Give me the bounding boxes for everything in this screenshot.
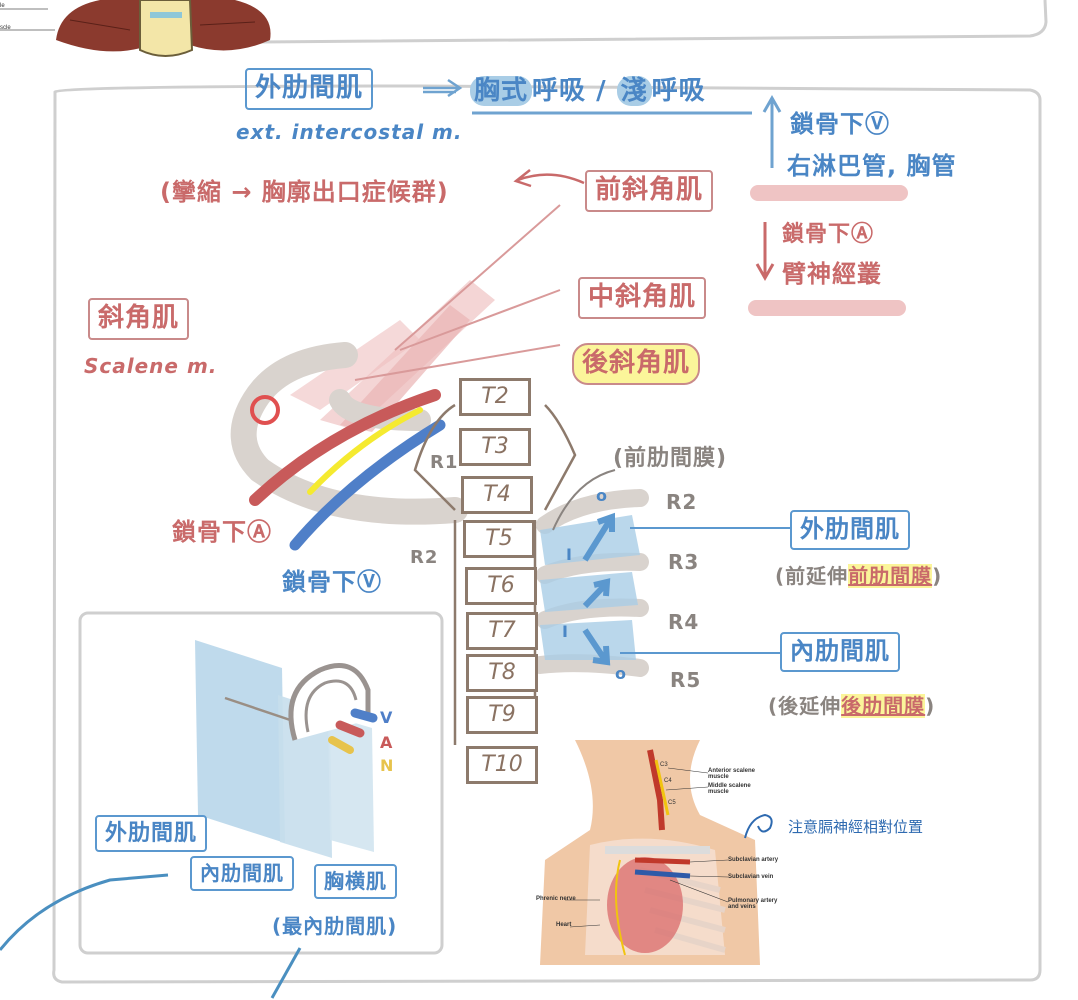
ext-intercostal-label-box: 外肋間肌 [790,510,910,550]
middle-scalene-box: 中斜角肌 [578,277,707,319]
breathing-word-2: 呼吸 [651,76,706,106]
rib-label-r1: R1 [430,452,459,473]
vertebra-t2: T2 [459,378,531,416]
photo-label-anterior-scalene: Anterior scalene muscle [708,768,756,780]
top-anatomy-illustration [0,0,271,57]
pink-bar-top [750,185,908,201]
artery-down-arrow [755,222,775,282]
photo-label-pulmonary: Pulmonary artery and veins [728,898,778,910]
note-swirl [744,813,773,839]
origin-mark-top: o [596,486,608,505]
anterior-scalene-box: 前斜角肌 [585,170,714,212]
vertebra-t8: T8 [466,654,538,692]
inset-transversus-thoracis: 胸横肌 [314,864,397,899]
membrane-pointer [552,469,616,531]
ext-extension-suffix: ) [932,564,943,588]
ext-intercostal-box: 外肋間肌 [245,68,374,110]
rib-label-r5: R5 [670,668,702,692]
thoracic-outlet-note: (攣縮 → 胸廓出口症候群) [160,178,449,206]
scalene-group-en: Scalene m. [84,354,218,378]
inset-leader-bottom [270,947,302,999]
ext-fiber-arrow [582,512,615,562]
breathing-shallow: 淺 [616,76,652,106]
int-extension-suffix: ) [925,694,936,718]
rib-label-r4: R4 [668,610,700,634]
note-arrow [513,169,585,188]
anterior-membrane-label: (前肋間膜) [613,446,728,471]
inset-int-intercostal: 內肋間肌 [190,856,294,891]
rib-label-r2-left: R2 [410,547,439,568]
photo-label-c5: C5 [668,800,676,806]
vertebra-t4: T4 [461,476,533,514]
first-rib [230,342,468,525]
van-v: V [380,708,394,727]
upper-thorax-outline [413,403,577,511]
ext-fiber-arrow-2 [582,578,611,609]
inset-leader-left [0,873,169,951]
phrenic-note: 注意膈神經相對位置 [788,818,924,836]
vein-title: 鎖骨下Ⓥ [790,110,890,138]
van-a: A [380,733,394,752]
implies-arrow [423,78,463,98]
photo-label-middle-scalene: Middle scalene muscle [708,783,751,795]
rib-marker-circle [250,395,280,425]
vertebra-t9: T9 [466,696,538,734]
artery-title: 鎖骨下Ⓐ [782,222,875,247]
photo-label-c4: C4 [664,778,672,784]
ext-intercostal-en: ext. intercostal m. [236,120,463,144]
insertion-mark-top: I [566,545,573,564]
van-n: N [380,756,395,775]
insertion-mark-bottom: I [562,622,569,641]
subclavian-vein-label: 鎖骨下Ⓥ [282,568,382,596]
top-figure-label-1: le [0,3,5,9]
posterior-scalene-box: 後斜角肌 [572,343,701,385]
breathing-type: 胸式呼吸 / 淺呼吸 [470,70,706,107]
vertebra-t10: T10 [466,746,538,784]
prev-frame-edge [259,0,1048,44]
scalene-group-box: 斜角肌 [88,298,190,340]
int-extension-prefix: (後延伸 [768,694,842,718]
photo-label-phrenic: Phrenic nerve [536,896,576,902]
vertebra-t6: T6 [465,567,537,605]
origin-mark-bottom: o [615,664,627,683]
photo-label-subclavian-artery: Subclavian artery [728,857,779,863]
rib-label-r2: R2 [666,490,698,514]
int-extension-highlight: 後肋間膜 [841,694,926,718]
ext-extension-highlight: 前肋間膜 [848,564,933,588]
top-figure-label-2: scle [0,25,11,31]
photo-label-heart: Heart [556,922,572,928]
photo-label-c3: C3 [660,762,668,768]
vein-up-arrow [762,94,782,168]
photo-label-subclavian-vein: Subclavian vein [728,874,774,880]
ext-extension-prefix: (前延伸 [775,564,849,588]
int-extension-note: (後延伸後肋間膜) [768,690,935,719]
vertebra-t7: T7 [466,612,538,650]
ext-extension-note: (前延伸前肋間膜) [775,560,942,589]
int-fiber-arrow [582,628,611,666]
subclavian-vein-line [289,419,446,551]
page-frame [52,84,1042,984]
rib-label-r3: R3 [668,550,700,574]
vein-destination: 右淋巴管, 胸管 [787,152,957,180]
subclavian-artery-label: 鎖骨下Ⓐ [172,518,272,546]
inset-innermost-alias: (最內肋間肌) [272,914,398,938]
inset-ext-intercostal: 外肋間肌 [95,815,208,853]
scalene-muscles [290,204,561,432]
breathing-chest: 胸式 [470,76,533,106]
breathing-word: 呼吸 / [532,76,617,106]
inset-frame [78,611,444,955]
vertebra-t5: T5 [463,520,535,558]
intercostal-layers-illustration [195,640,378,858]
pink-bar-bottom [748,300,906,316]
vertebra-t3: T3 [459,428,531,466]
anatomy-photo [535,740,765,965]
int-intercostal-label-box: 內肋間肌 [780,632,900,672]
artery-destination: 臂神經叢 [782,260,882,288]
brachial-plexus-line [307,407,423,495]
subclavian-artery-line [249,389,441,506]
